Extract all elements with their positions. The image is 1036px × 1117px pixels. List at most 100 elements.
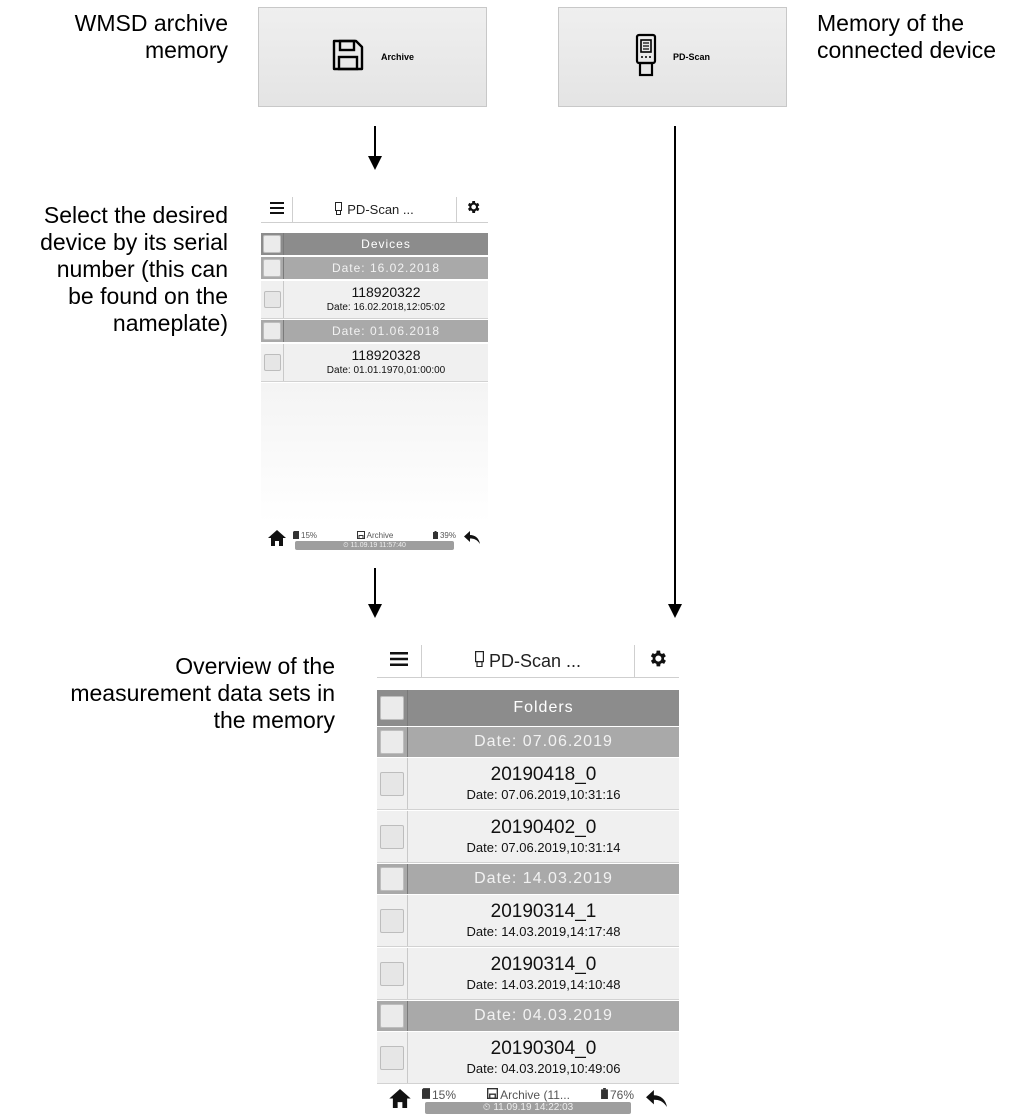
back-icon [464, 531, 480, 549]
pdscan-button[interactable]: PD-Scan [558, 7, 787, 107]
item-checkbox[interactable] [263, 291, 281, 308]
list-empty-area [261, 383, 488, 523]
item-serial: 118920322 [351, 284, 421, 300]
archive-button[interactable]: Archive [258, 7, 487, 107]
menu-button[interactable] [377, 645, 422, 677]
gear-icon [465, 199, 481, 220]
battery-level: 76% [609, 1087, 634, 1102]
annotation-device-memory: Memory of the connected device [817, 10, 997, 63]
item-checkbox[interactable] [380, 771, 404, 796]
back-button[interactable] [456, 531, 488, 549]
sd-card-icon [293, 530, 299, 541]
item-date: Date: 01.01.1970,01:00:00 [326, 365, 446, 376]
settings-button[interactable] [634, 645, 679, 677]
status-info: 15% Archive 39% ⏲ 11.09.19 11:57:40 [293, 530, 456, 550]
status-info: 15% Archive (11... 76% ⏲ 11.09.19 14:22:… [422, 1087, 634, 1114]
item-serial: 118920328 [351, 347, 421, 363]
storage-location: Archive (11... [500, 1087, 570, 1102]
item-date: Date: 16.02.2018,12:05:02 [326, 302, 446, 313]
arrow-down-icon [368, 568, 382, 618]
device-title[interactable]: PD-Scan ... [293, 197, 456, 222]
date-group-label: Date: 07.06.2019 [474, 733, 613, 750]
pdscan-device-icon [474, 650, 484, 672]
devices-header: Devices [361, 237, 411, 251]
status-bar: 15% Archive (11... 76% ⏲ 11.09.19 14:22:… [377, 1085, 679, 1116]
folders-header: Folders [513, 699, 574, 716]
item-checkbox[interactable] [380, 908, 404, 933]
menu-button[interactable] [261, 197, 293, 222]
date-group-row[interactable]: Date: 01.06.2018 [261, 320, 488, 342]
date-group-checkbox[interactable] [263, 259, 281, 277]
date-group-checkbox[interactable] [380, 867, 404, 891]
arrow-down-icon [668, 126, 682, 618]
annotation-select-device: Select the desired device by its serial … [40, 202, 228, 336]
date-group-row[interactable]: Date: 07.06.2019 [377, 727, 679, 757]
folder-name: 20190314_1 [490, 901, 597, 922]
date-group-row[interactable]: Date: 14.03.2019 [377, 864, 679, 894]
annotation-archive-memory: WMSD archive memory [74, 10, 228, 63]
status-time-bar: ⏲ 11.09.19 11:57:40 [295, 540, 454, 550]
date-group-checkbox[interactable] [380, 730, 404, 754]
home-icon [388, 1088, 411, 1113]
home-button[interactable] [261, 529, 293, 551]
floppy-icon [356, 530, 365, 541]
status-time: 11.09.19 11:57:40 [350, 541, 406, 549]
devices-header-row[interactable]: Devices [261, 233, 488, 255]
home-button[interactable] [377, 1088, 422, 1113]
floppy-icon [487, 1087, 499, 1102]
clock-icon: ⏲ [482, 1101, 491, 1113]
folder-date: Date: 14.03.2019,14:17:48 [466, 924, 621, 939]
top-bar: PD-Scan ... [377, 645, 679, 678]
devices-screen: PD-Scan ... Devices Date: 16.02.2018 118… [261, 197, 488, 557]
arrow-down-icon [368, 126, 382, 170]
list-item[interactable]: 20190314_0 Date: 14.03.2019,14:10:48 [377, 948, 679, 1000]
date-group-label: Date: 04.03.2019 [474, 1007, 613, 1024]
sd-usage: 15% [432, 1087, 457, 1102]
folder-date: Date: 07.06.2019,10:31:16 [466, 787, 621, 802]
list-item[interactable]: 118920322 Date: 16.02.2018,12:05:02 [261, 281, 488, 319]
item-checkbox[interactable] [263, 354, 281, 371]
date-group-checkbox[interactable] [380, 1004, 404, 1028]
back-button[interactable] [634, 1089, 679, 1112]
date-group-row[interactable]: Date: 16.02.2018 [261, 257, 488, 279]
folder-name: 20190402_0 [490, 817, 597, 838]
settings-button[interactable] [456, 197, 488, 222]
menu-icon [390, 651, 408, 671]
storage-location: Archive [366, 531, 394, 540]
select-all-checkbox[interactable] [263, 235, 281, 253]
status-time: 11.09.19 14:22:03 [493, 1101, 574, 1113]
folders-header-row[interactable]: Folders [377, 690, 679, 726]
list-item[interactable]: 20190314_1 Date: 14.03.2019,14:17:48 [377, 895, 679, 947]
list-item[interactable]: 118920328 Date: 01.01.1970,01:00:00 [261, 344, 488, 382]
clock-icon: ⏲ [343, 541, 349, 549]
folder-name: 20190304_0 [490, 1038, 597, 1059]
select-all-cell [377, 690, 408, 726]
list-item[interactable]: 20190418_0 Date: 07.06.2019,10:31:16 [377, 758, 679, 810]
pdscan-button-label: PD-Scan [672, 52, 710, 62]
date-group-label: Date: 01.06.2018 [331, 324, 441, 338]
list-item[interactable]: 20190304_0 Date: 04.03.2019,10:49:06 [377, 1032, 679, 1084]
status-bar: 15% Archive 39% ⏲ 11.09.19 11:57:40 [261, 527, 488, 553]
date-group-row[interactable]: Date: 04.03.2019 [377, 1001, 679, 1031]
gear-icon [647, 648, 668, 674]
folders-screen: PD-Scan ... Folders Date: 07.06.2019 201… [377, 645, 679, 1116]
select-all-cell [261, 233, 284, 255]
select-all-checkbox[interactable] [380, 696, 404, 720]
device-title-text: PD-Scan ... [347, 202, 414, 217]
folder-date: Date: 07.06.2019,10:31:14 [466, 840, 621, 855]
device-title[interactable]: PD-Scan ... [422, 645, 634, 677]
home-icon [268, 529, 286, 551]
date-group-checkbox[interactable] [263, 322, 281, 340]
item-checkbox[interactable] [380, 961, 404, 986]
list-item[interactable]: 20190402_0 Date: 07.06.2019,10:31:14 [377, 811, 679, 863]
sd-card-icon [422, 1087, 430, 1102]
device-title-text: PD-Scan ... [488, 650, 582, 671]
date-group-label: Date: 14.03.2019 [474, 870, 613, 887]
item-checkbox[interactable] [380, 824, 404, 849]
archive-button-label: Archive [380, 52, 415, 62]
battery-level: 39% [439, 531, 456, 540]
item-checkbox[interactable] [380, 1045, 404, 1070]
battery-icon [432, 530, 438, 541]
annotation-overview: Overview of the measurement data sets in… [70, 653, 335, 733]
